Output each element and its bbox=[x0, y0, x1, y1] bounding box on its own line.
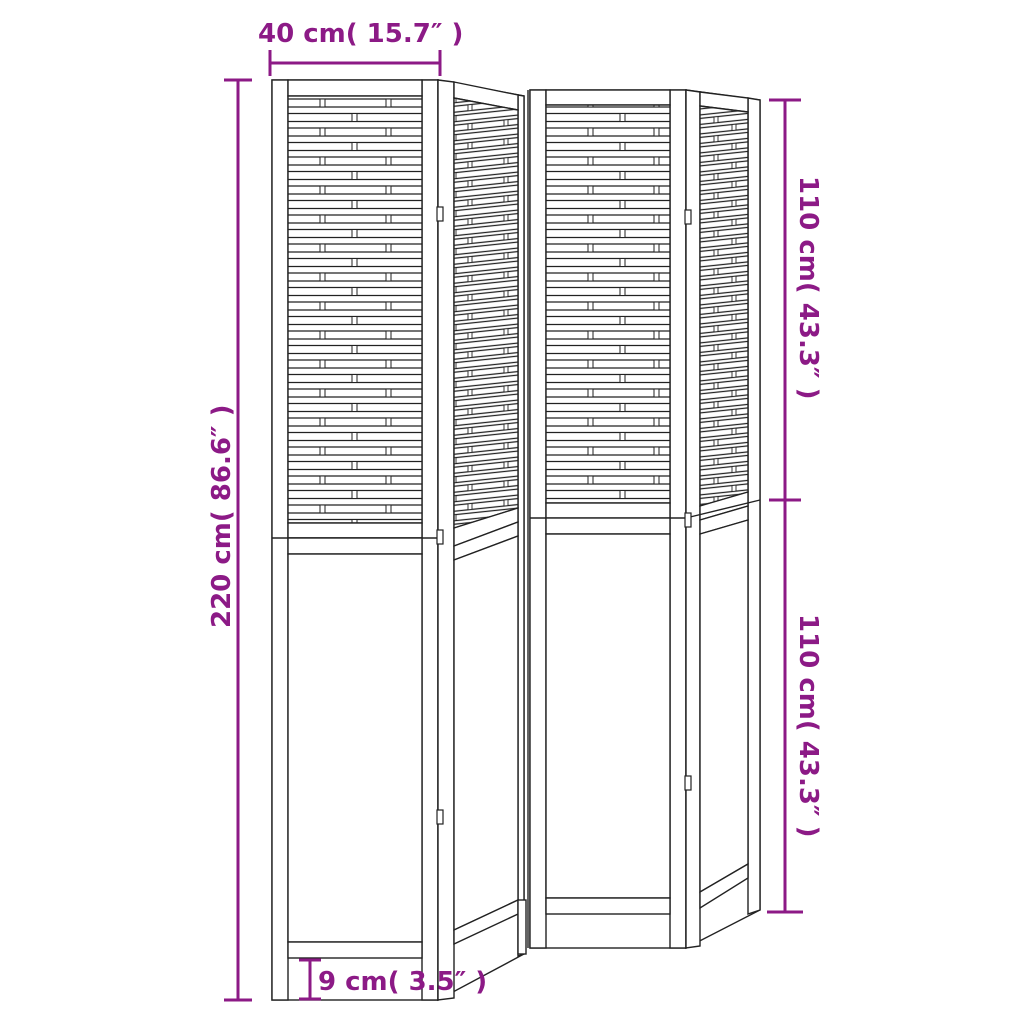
leg-height-label: 9 cm( 3.5″ ) bbox=[318, 967, 487, 997]
total-height-label: 220 cm( 86.6″ ) bbox=[207, 405, 237, 628]
width-label: 40 cm( 15.7″ ) bbox=[258, 19, 463, 49]
hinge-icon bbox=[684, 209, 692, 225]
hinge-icon bbox=[436, 529, 444, 545]
dimension-lines bbox=[224, 50, 803, 1002]
panel-2 bbox=[437, 79, 527, 1002]
hinge-icon bbox=[684, 775, 692, 791]
hinges bbox=[436, 206, 692, 825]
panel-4 bbox=[685, 89, 761, 950]
hinge-icon bbox=[684, 512, 692, 528]
panel-1 bbox=[271, 79, 439, 1001]
hinge-icon bbox=[436, 206, 444, 222]
upper-height-label: 110 cm( 43.3″ ) bbox=[793, 176, 823, 399]
lower-height-label: 110 cm( 43.3″ ) bbox=[793, 614, 823, 837]
hinge-icon bbox=[436, 809, 444, 825]
panel-3 bbox=[527, 89, 687, 949]
